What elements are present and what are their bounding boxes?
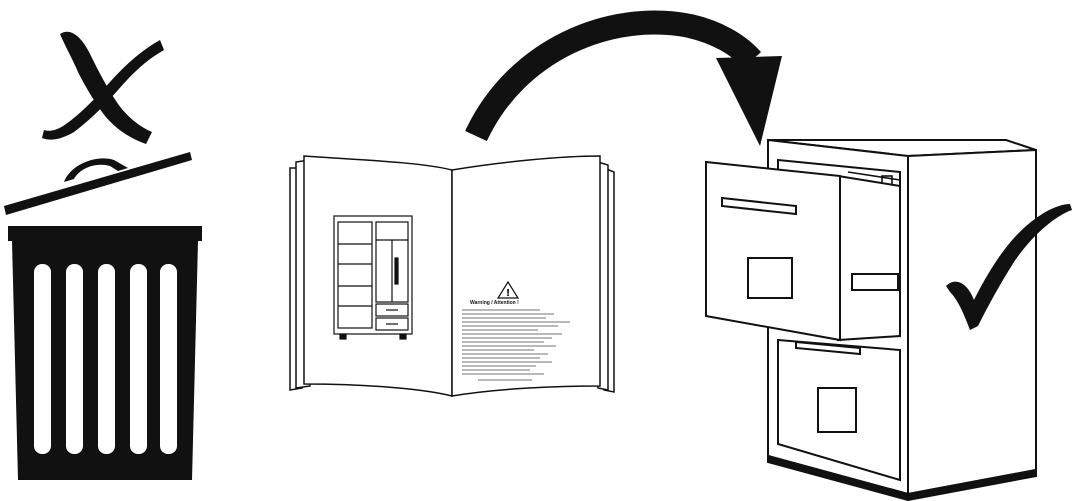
filing-cabinet-icon (705, 138, 1037, 501)
cross-mark-icon (42, 31, 164, 144)
trash-lid (4, 152, 192, 215)
trash-slot (34, 264, 51, 454)
cabinet-label-slot (747, 257, 793, 299)
trash-rim (8, 226, 202, 241)
trash-slot (160, 264, 177, 454)
cabinet-lower-drawer-handle (795, 340, 861, 356)
trash-slot (98, 264, 115, 454)
cabinet-open-drawer (705, 160, 841, 342)
trash-can-icon (4, 152, 202, 480)
manual-right-page (451, 155, 601, 397)
check-mark-icon (946, 204, 1072, 330)
trash-slot (130, 264, 147, 454)
warning-heading: Warning / Attention ! (470, 300, 519, 306)
warning-triangle-icon (496, 280, 520, 299)
trash-slot (66, 264, 83, 454)
trash-lid-handle (64, 158, 128, 182)
open-manual-icon: ! Warning / Attention ! (289, 155, 615, 397)
curved-arrow-icon (465, 10, 782, 146)
cabinet-open-drawer-handle (721, 196, 797, 216)
manual-fine-print (462, 309, 570, 381)
wardrobe-illustration (333, 215, 413, 340)
warning-symbol: ! (506, 288, 511, 299)
